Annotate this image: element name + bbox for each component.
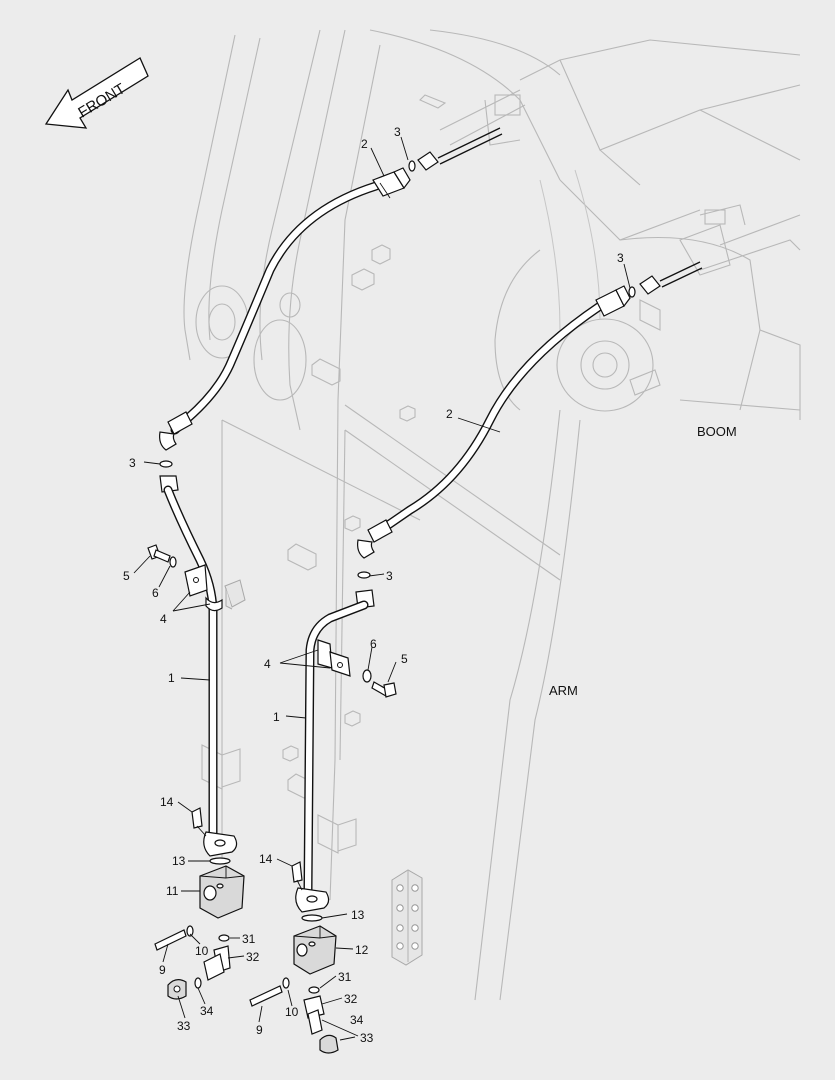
callout-3-right: 3	[386, 569, 393, 583]
callout-33-right: 33	[360, 1031, 374, 1045]
hose-right	[373, 301, 605, 537]
block-left	[199, 865, 245, 919]
callout-4-left: 4	[160, 612, 167, 626]
fittings-left-lower	[154, 925, 231, 1000]
callout-9-left: 9	[159, 963, 166, 977]
callout-1-left: 1	[168, 671, 175, 685]
bolt-washer-left	[147, 544, 177, 568]
clamp-right	[317, 639, 351, 677]
boom-arm-outline	[183, 29, 801, 1001]
callout-2-right: 2	[446, 407, 453, 421]
callout-6-right: 6	[370, 637, 377, 651]
hose-left	[170, 181, 381, 435]
callout-13-right: 13	[351, 908, 365, 922]
callout-13-left: 13	[172, 854, 186, 868]
terminal-block	[391, 869, 423, 966]
callout-4-right: 4	[264, 657, 271, 671]
callout-2-top: 2	[361, 137, 368, 151]
callout-6-left: 6	[152, 586, 159, 600]
bolt-washer-right	[362, 669, 397, 698]
pipe-right	[303, 600, 369, 895]
flange-left	[191, 807, 238, 865]
callout-10-left: 10	[195, 944, 209, 958]
callout-3-boom: 3	[617, 251, 624, 265]
callout-32-right: 32	[344, 992, 358, 1006]
callout-12: 12	[355, 943, 369, 957]
callout-3-top: 3	[394, 125, 401, 139]
callout-1-right: 1	[273, 710, 280, 724]
hose-fitting-top-left	[372, 127, 503, 199]
callout-14-right: 14	[259, 852, 273, 866]
boom-label: BOOM	[697, 424, 737, 439]
pipe-left	[163, 485, 218, 840]
callout-3-left: 3	[129, 456, 136, 470]
callout-33-left: 33	[177, 1019, 191, 1033]
callout-34-left: 34	[200, 1004, 214, 1018]
hose-fitting-top-right	[595, 261, 703, 317]
callout-5-left: 5	[123, 569, 130, 583]
callout-11: 11	[166, 884, 179, 898]
callout-34-right: 34	[350, 1013, 364, 1027]
callout-10-right: 10	[285, 1005, 299, 1019]
callout-14-left: 14	[160, 795, 174, 809]
callout-31-right: 31	[338, 970, 352, 984]
callout-31-left: 31	[242, 932, 256, 946]
callout-9-right: 9	[256, 1023, 263, 1037]
fittings-right-lower	[249, 977, 339, 1054]
flange-right	[291, 861, 330, 922]
callout-5-right: 5	[401, 652, 408, 666]
callout-labels: 2 3 3 2 3 3 5 6 4 6 5 4 1 1 14 13 14 11 …	[123, 125, 624, 1045]
leader-lines	[133, 136, 631, 1041]
callout-32-left: 32	[246, 950, 260, 964]
arm-label: ARM	[549, 683, 578, 698]
clamp-left	[184, 564, 223, 612]
block-right	[293, 925, 337, 975]
